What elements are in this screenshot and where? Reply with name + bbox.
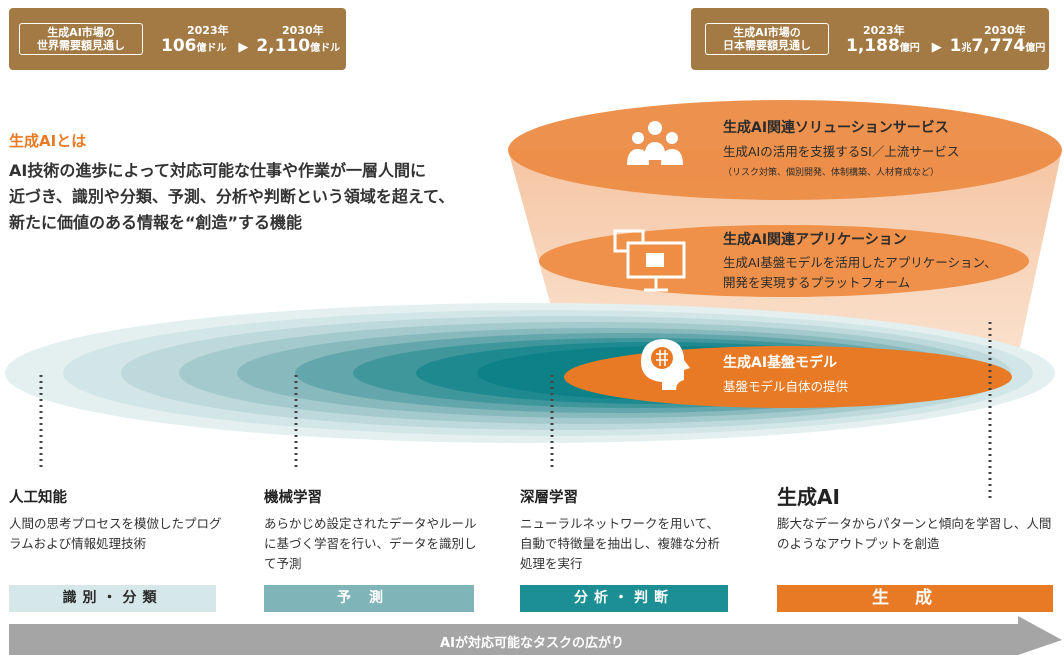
foundation-title: 生成AI基盤モデル xyxy=(723,355,838,371)
japan-unit-to-b: 億円 xyxy=(1025,43,1046,54)
japan-value-to-a: 1 xyxy=(949,36,962,56)
world-year-to: 2030年 xyxy=(282,24,324,37)
tag-generation: 生成 xyxy=(872,588,958,608)
world-year-from: 2023年 xyxy=(187,24,229,37)
tag-bg-1 xyxy=(9,585,216,612)
layer-solution-disk xyxy=(508,100,1062,200)
tag-prediction: 予測 xyxy=(337,590,401,606)
tag-analysis: 分析・判断 xyxy=(574,590,674,606)
japan-market-label: 生成AI市場の 日本需要額見通し xyxy=(705,23,829,55)
definition-line-1: AI技術の進歩によって対応可能な仕事や作業が一層人間に xyxy=(9,161,427,180)
world-market-label-line2: 世界需要額見通し xyxy=(37,39,125,52)
japan-unit-from: 億円 xyxy=(899,43,920,54)
tag-bg-3 xyxy=(520,585,728,612)
definition-line-2: 近づき、識別や分類、予測、分析や判断という領域を超えて、 xyxy=(9,187,455,206)
japan-market-box: 生成AI市場の 日本需要額見通し 2023年 2030年 1,188億円 ▶ 1… xyxy=(691,8,1049,70)
application-desc-1: 生成AI基盤モデルを活用したアプリケーション、 xyxy=(723,255,997,270)
column-desc-ai: 人間の思考プロセスを模倣したプログラムおよび情報処理技術 xyxy=(9,516,222,551)
tag-bg-2 xyxy=(264,585,474,612)
column-desc-dl: ニューラルネットワークを用いて、自動で特徴量を抽出し、複雑な分析処理を実行 xyxy=(520,516,721,571)
japan-market-label-line1: 生成AI市場の xyxy=(733,26,801,39)
world-unit-to: 億ドル xyxy=(310,43,341,54)
japan-unit-to-a: 兆 xyxy=(961,43,972,54)
column-desc-genai: 膨大なデータからパターンと傾向を学習し、人間のようなアウトプットを創造 xyxy=(777,516,1052,551)
world-value-to: 2,110 xyxy=(256,36,311,56)
application-title: 生成AI関連アプリケーション xyxy=(723,232,907,248)
column-title-ml: 機械学習 xyxy=(264,490,322,506)
bottom-arrow-shape xyxy=(9,616,1062,655)
tag-classification: 識別・分類 xyxy=(62,590,163,606)
tag-bg-4 xyxy=(777,585,1053,612)
column-desc-ml: あらかじめ設定されたデータやルールに基づく学習を行い、データを識別して予測 xyxy=(264,516,477,571)
people-group-icon xyxy=(627,121,683,165)
japan-market-label-line2: 日本需要額見通し xyxy=(723,39,811,52)
japan-year-to: 2030年 xyxy=(984,24,1026,37)
solution-note: （リスク対策、個別開発、体制構築、人材育成など） xyxy=(723,168,940,178)
japan-value-to-b: 7,774 xyxy=(971,36,1026,56)
definition-body: AI技術の進歩によって対応可能な仕事や作業が一層人間に 近づき、識別や分類、予測… xyxy=(9,158,509,236)
monitor-screens-icon xyxy=(613,229,686,292)
world-market-label: 生成AI市場の 世界需要額見通し xyxy=(19,23,143,55)
world-arrow: ▶ xyxy=(238,40,249,55)
foundation-desc: 基盤モデル自体の提供 xyxy=(723,379,849,394)
column-title-genai: 生成AI xyxy=(777,485,840,509)
japan-value-from: 1,188 xyxy=(846,36,900,56)
solution-desc: 生成AIの活用を支援するSI／上流サービス xyxy=(723,144,960,159)
world-value-from: 106 xyxy=(161,36,197,56)
solution-title: 生成AI関連ソリューションサービス xyxy=(723,120,949,136)
world-market-label-line1: 生成AI市場の xyxy=(47,26,115,39)
japan-year-from: 2023年 xyxy=(863,24,905,37)
column-title-dl: 深層学習 xyxy=(520,490,578,506)
dotted-guides xyxy=(39,322,992,500)
japan-values: 1,188億円 ▶ 1兆7,774億円 xyxy=(846,36,1045,56)
world-unit-from: 億ドル xyxy=(196,43,227,54)
application-desc-2: 開発を実現するプラットフォーム xyxy=(723,275,911,290)
bottom-arrow-label: AIが対応可能なタスクの広がり xyxy=(440,636,624,651)
definition-line-3: 新たに価値のある情報を“創造”する機能 xyxy=(9,213,303,232)
column-title-ai: 人工知能 xyxy=(9,490,67,506)
definition-title: 生成AIとは xyxy=(9,132,87,150)
brain-head-icon xyxy=(640,339,690,390)
world-values: 106億ドル ▶ 2,110億ドル xyxy=(161,36,340,56)
world-market-box: 生成AI市場の 世界需要額見通し 2023年 2030年 106億ドル ▶ 2,… xyxy=(9,8,346,70)
japan-arrow: ▶ xyxy=(931,40,942,55)
